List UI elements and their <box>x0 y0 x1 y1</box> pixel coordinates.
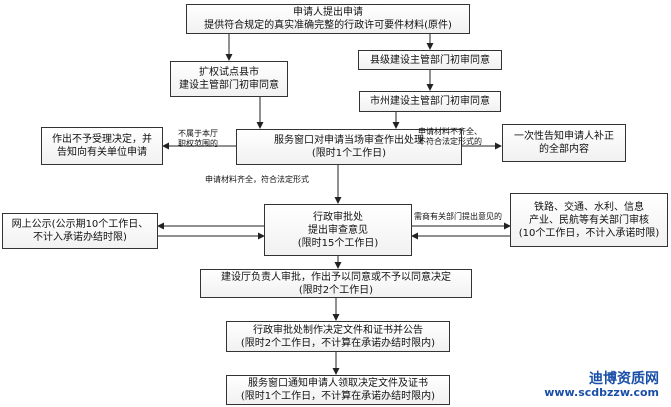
label-out-of-scope-1: 不属于本厅 <box>178 129 218 138</box>
label-out-of-scope-2: 职权范围的 <box>178 139 218 148</box>
node-city-line1: 市州建设主管部门初审同意 <box>370 96 490 107</box>
node-public-line1: 网上公示(公示期10个工作日、 <box>11 219 149 230</box>
node-depts: 铁路、交通、水利、信息 产业、民航等有关部门审核 (10个工作日，不计入承诺时限… <box>510 193 668 247</box>
node-depts-line3: (10个工作日，不计入承诺时限) <box>518 227 660 239</box>
watermark-title: 迪博资质网 <box>589 371 659 387</box>
node-city: 市州建设主管部门初审同意 <box>359 91 501 112</box>
node-public-line2: 不计入承诺办结时限) <box>33 232 127 243</box>
node-review-line3: (限时15个工作日) <box>297 237 379 249</box>
node-pilot-line2: 建设主管部门初审同意 <box>179 80 279 91</box>
node-apply-line1: 申请人提出申请 <box>293 7 363 18</box>
node-notify-line2: 的全部内容 <box>539 144 589 155</box>
node-notify-line1: 一次性告知申请人补正 <box>514 131 614 142</box>
node-apply-line2: 提供符合规定的真实准确完整的行政许可要件材料(原件) <box>204 20 452 31</box>
node-reject-line2: 告知向有关单位申请 <box>57 147 147 158</box>
node-pilot: 扩权试点县市 建设主管部门初审同意 <box>170 61 288 97</box>
node-issue: 行政审批处制作决定文件和证书并公告 (限时2个工作日，不计算在承诺办结时限内) <box>226 321 450 352</box>
node-final-line1: 服务窗口通知申请人领取决定文件及证书 <box>248 378 428 389</box>
node-review-line1: 行政审批处 <box>313 211 363 223</box>
node-issue-line1: 行政审批处制作决定文件和证书并公告 <box>253 324 423 336</box>
node-depts-line1: 铁路、交通、水利、信息 <box>534 201 644 213</box>
node-window: 服务窗口对申请当场审查作出处理 (限时1个工作日) <box>236 129 462 165</box>
node-final-line2: (限时1个工作日，不计算在承诺办结时限内) <box>240 391 436 402</box>
node-leader-line2: (限时2个工作日) <box>298 284 374 296</box>
node-reject: 作出不予受理决定，并 告知向有关单位申请 <box>41 127 163 165</box>
node-final: 服务窗口通知申请人领取决定文件及证书 (限时1个工作日，不计算在承诺办结时限内) <box>226 375 450 405</box>
watermark-url: www.scdbzzw.com <box>544 386 659 399</box>
label-incomplete-1: 申请材料不齐全、 <box>418 127 482 136</box>
node-leader-line1: 建设厅负责人审批，作出予以同意或不予以同意决定 <box>221 271 451 283</box>
node-review-line2: 提出审查意见 <box>308 224 368 236</box>
label-consult: 需商有关部门提出意见的 <box>414 212 502 221</box>
node-pilot-line1: 扩权试点县市 <box>199 67 259 78</box>
node-leader: 建设厅负责人审批，作出予以同意或不予以同意决定 (限时2个工作日) <box>200 269 472 298</box>
node-window-line1: 服务窗口对申请当场审查作出处理 <box>274 135 424 146</box>
node-public: 网上公示(公示期10个工作日、 不计入承诺办结时限) <box>2 213 158 249</box>
node-apply: 申请人提出申请 提供符合规定的真实准确完整的行政许可要件材料(原件) <box>186 4 470 34</box>
node-county: 县级建设主管部门初审同意 <box>358 50 502 70</box>
node-window-line2: (限时1个工作日) <box>311 148 387 159</box>
node-county-line1: 县级建设主管部门初审同意 <box>370 54 490 66</box>
label-complete: 申请材料齐全，符合法定形式 <box>205 175 309 184</box>
label-incomplete-2: 不符合法定形式的 <box>418 137 482 146</box>
node-issue-line2: (限时2个工作日，不计算在承诺办结时限内) <box>240 337 436 349</box>
node-review: 行政审批处 提出审查意见 (限时15个工作日) <box>264 204 412 256</box>
node-reject-line1: 作出不予受理决定，并 <box>52 134 152 145</box>
node-depts-line2: 产业、民航等有关部门审核 <box>529 214 649 226</box>
node-notify: 一次性告知申请人补正 的全部内容 <box>502 124 626 162</box>
